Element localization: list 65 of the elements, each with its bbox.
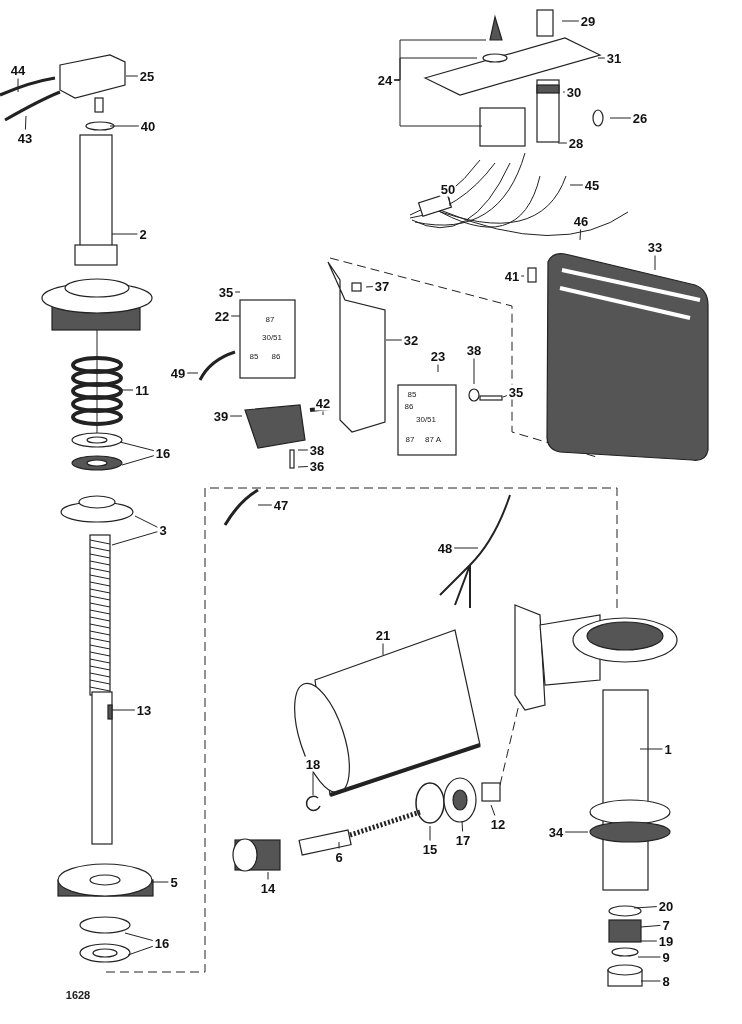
leader-line [502,395,508,398]
leader-line [312,772,314,796]
leader-line [562,91,566,93]
leader-line [561,20,580,22]
terminal-label: 87 A [425,436,441,444]
terminal-label: 30/51 [262,334,282,342]
terminal-label: 30/51 [416,416,436,424]
terminal-label: 85 [249,353,259,361]
leader-line [24,115,27,130]
drawing-number: 1628 [65,989,91,1001]
leader-line [17,78,19,93]
leader-line [134,515,158,528]
leader-line [461,820,464,832]
leader-line [609,117,632,119]
leader-line [111,531,158,546]
terminal-label: 86 [271,353,281,361]
callout-number: 18 [304,756,322,772]
terminal-label: 86 [404,403,414,411]
leader-line [453,547,479,549]
leader-line [186,372,199,374]
leader-line [127,945,154,956]
leader-line [437,364,439,373]
leader-line [267,871,269,880]
leader-line [640,940,658,942]
leader-line [520,275,525,277]
leader-line [633,906,658,909]
leader-line [229,415,243,417]
leader-line [297,449,309,451]
leader-line [365,286,374,288]
leader-line [151,881,169,883]
leader-line [564,831,589,833]
leader-line [119,389,134,391]
leader-line [385,339,403,341]
terminal-label: 87 [405,436,415,444]
leader-line [640,980,661,982]
leader-line [448,197,451,207]
leader-line [111,233,138,235]
leader-line [109,125,140,127]
leader-line [322,411,324,416]
leader-line [230,315,241,317]
leader-line [338,841,340,849]
terminal-label: 87 [265,316,275,324]
leader-line [654,255,656,271]
terminal-label: 85 [407,391,417,399]
leader-line [429,825,431,841]
leader-line [124,932,154,941]
leader-line [597,57,606,59]
leader-line [557,142,568,144]
leader-line [111,709,136,711]
leader-line [639,748,663,750]
leader-line [490,804,496,816]
leader-line [637,956,661,958]
leader-line [473,358,475,385]
leader-line [382,643,384,656]
leader-line [125,75,139,77]
leader-line [393,79,483,127]
leader-line [297,466,309,468]
leader-line [640,924,661,928]
callout-number: 35 [507,384,525,400]
leader-line [579,229,582,241]
leader-line [234,291,241,293]
leader-line [119,441,155,452]
leader-line [121,455,155,466]
leader-line [257,504,273,506]
leader-line [569,184,584,186]
